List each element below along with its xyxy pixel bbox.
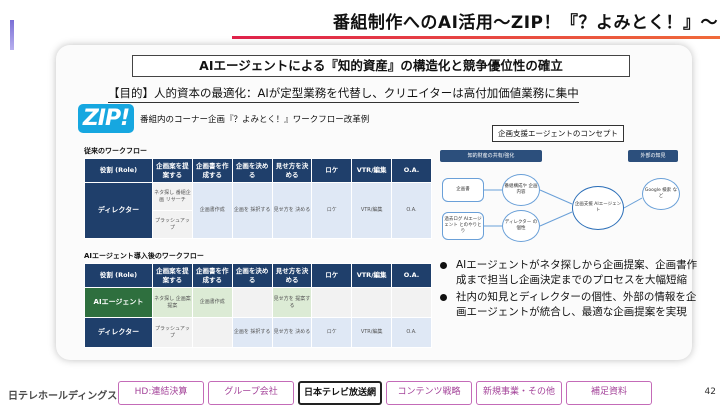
tab-supplementary[interactable]: 補足資料 xyxy=(566,381,652,405)
table-row: プラッシュアップ xyxy=(85,210,432,239)
node-ai-agent: 企画支援 AIエージェント xyxy=(572,186,624,230)
workflow-before-label: 従来のワークフロー xyxy=(84,147,147,155)
table-cell: 企画を 採択する xyxy=(231,317,273,348)
table-cell xyxy=(391,287,432,318)
role-cell-ai-agent: AIエージェント xyxy=(84,287,153,318)
table-cell: プラッシュアップ xyxy=(152,210,193,239)
tab-nippon-tv[interactable]: 日本テレビ放送網 xyxy=(298,381,382,405)
table-header: ロケ xyxy=(311,158,353,183)
table-header: ロケ xyxy=(311,263,353,288)
tab-new-business[interactable]: 新規事業・その他 xyxy=(476,381,562,405)
table-row: ディレクター プラッシュアップ 企画を 採択する 見せ方を 決める ロケ VTR… xyxy=(84,317,432,348)
purpose-text: 【目的】人的資本の最適化：AIが定型業務を代替し、クリエイターは高付加価値業務に… xyxy=(108,85,579,103)
tab-content-strategy[interactable]: コンテンツ戦略 xyxy=(386,381,472,405)
table-cell: 見せ方を 提案する xyxy=(271,287,313,318)
table-header: 役割 (Role) xyxy=(84,158,153,183)
node-planning-doc: 企画書 xyxy=(442,178,484,202)
node-past-logs: 過去ログ AIエージェント とのやりとり xyxy=(442,212,484,240)
diagram-connectors xyxy=(484,189,643,227)
bullet-text: AIエージェントがネタ探しから企画提案、企画書作成まで担当し企画決定までのプロセ… xyxy=(456,259,698,286)
role-cell-director: ディレクター xyxy=(84,182,153,239)
table-row: AIエージェント ネタ探し 企画案提案 企画書作成 見せ方を 提案する xyxy=(84,287,432,318)
tag-external: 外部の知見 xyxy=(628,150,678,162)
table-cell: 企画書作成 xyxy=(191,287,233,318)
title-underline xyxy=(232,36,720,39)
table-header: 役割 (Role) xyxy=(84,263,153,288)
node-google-search: Google 検索 など xyxy=(642,178,680,210)
table-cell: O.A. xyxy=(391,317,432,348)
table-header: O.A. xyxy=(391,158,432,183)
table-cell xyxy=(191,317,233,348)
table-cell: O.A. xyxy=(391,182,432,239)
table-cell: ネタ探し 番組企画 リサーチ xyxy=(152,182,193,211)
table-header: 見せ方を決める xyxy=(271,263,313,288)
tab-group-companies[interactable]: グループ会社 xyxy=(208,381,294,405)
list-item: 社内の知見とディレクターの個性、外部の情報を企画エージェントが統合し、最適な企画… xyxy=(440,290,702,320)
table-header: VTR/編集 xyxy=(351,263,393,288)
table-header: 企画書を作成する xyxy=(191,263,233,288)
role-cell-director: ディレクター xyxy=(84,317,153,348)
headline-box: AIエージェントによる『知的資産』の構造化と競争優位性の確立 xyxy=(132,55,630,77)
accent-bar xyxy=(10,20,14,50)
table-header: 企画書を作成する xyxy=(191,158,233,183)
workflow-after-table: 役割 (Role) 企画案を提案する 企画書を作成する 企画を決める 見せ方を決… xyxy=(84,263,432,348)
list-item: AIエージェントがネタ探しから企画提案、企画書作成まで担当し企画決定までのプロセ… xyxy=(440,258,702,288)
table-cell: プラッシュアップ xyxy=(152,317,193,348)
zip-logo: ZIP! xyxy=(78,104,134,133)
table-cell xyxy=(311,287,353,318)
page-number: 42 xyxy=(704,387,716,397)
bullet-list: AIエージェントがネタ探しから企画提案、企画書作成まで担当し企画決定までのプロセ… xyxy=(440,258,702,322)
table-header: VTR/編集 xyxy=(351,158,393,183)
table-cell: VTR/編集 xyxy=(351,317,393,348)
table-cell: 企画書作成 xyxy=(191,182,233,239)
tag-knowledge: 知的財産の共有/強化 xyxy=(440,150,542,162)
table-row: ディレクター ネタ探し 番組企画 リサーチ 企画書作成 企画を 採択する 見せ方… xyxy=(84,182,432,239)
tab-hd-results[interactable]: HD:連結決算 xyxy=(118,381,204,405)
table-header: 企画案を提案する xyxy=(152,263,193,288)
bullet-text: 社内の知見とディレクターの個性、外部の情報を企画エージェントが統合し、最適な企画… xyxy=(456,290,697,318)
table-cell: VTR/編集 xyxy=(351,182,393,239)
table-header-row: 役割 (Role) 企画案を提案する 企画書を作成する 企画を決める 見せ方を決… xyxy=(84,263,432,288)
bullet-icon xyxy=(440,262,447,269)
table-cell: ロケ xyxy=(311,317,353,348)
table-cell: 見せ方を 決める xyxy=(271,317,313,348)
table-header: 企画案を提案する xyxy=(152,158,193,183)
workflow-after-label: AIエージェント導入後のワークフロー xyxy=(84,252,204,260)
workflow-before-table: 役割 (Role) 企画案を提案する 企画書を作成する 企画を決める 見せ方を決… xyxy=(84,158,432,239)
company-logo: 日テレホールディングス xyxy=(8,391,118,402)
table-cell: ネタ探し 企画案提案 xyxy=(152,287,193,318)
table-header-row: 役割 (Role) 企画案を提案する 企画書を作成する 企画を決める 見せ方を決… xyxy=(84,158,432,183)
table-header: 企画を決める xyxy=(231,158,273,183)
table-header: O.A. xyxy=(391,263,432,288)
table-cell: 企画を 採択する xyxy=(231,182,273,239)
table-cell xyxy=(231,287,273,318)
concept-diagram: 知的財産の共有/強化 外部の知見 企画書 過去ログ AIエージェント とのやりと… xyxy=(436,142,690,254)
bullet-icon xyxy=(440,293,447,301)
table-cell: 見せ方を 決める xyxy=(271,182,313,239)
node-director-personality: ディレクター の個性 xyxy=(502,210,540,242)
table-header: 企画を決める xyxy=(231,263,273,288)
zip-description: 番組内のコーナー企画『？よみとく！』ワークフロー改革例 xyxy=(140,115,370,125)
table-header: 見せ方を決める xyxy=(271,158,313,183)
table-cell: ロケ xyxy=(311,182,353,239)
table-cell xyxy=(351,287,393,318)
page-title: 番組制作へのAI活用〜ZIP！『？よみとく！』〜 xyxy=(332,13,718,33)
concept-label: 企画支援エージェントのコンセプト xyxy=(492,125,624,142)
node-program-content: 番組構成や 企画内容 xyxy=(502,174,540,206)
footer-nav: 日テレホールディングス HD:連結決算 グループ会社 日本テレビ放送網 コンテン… xyxy=(0,378,728,409)
